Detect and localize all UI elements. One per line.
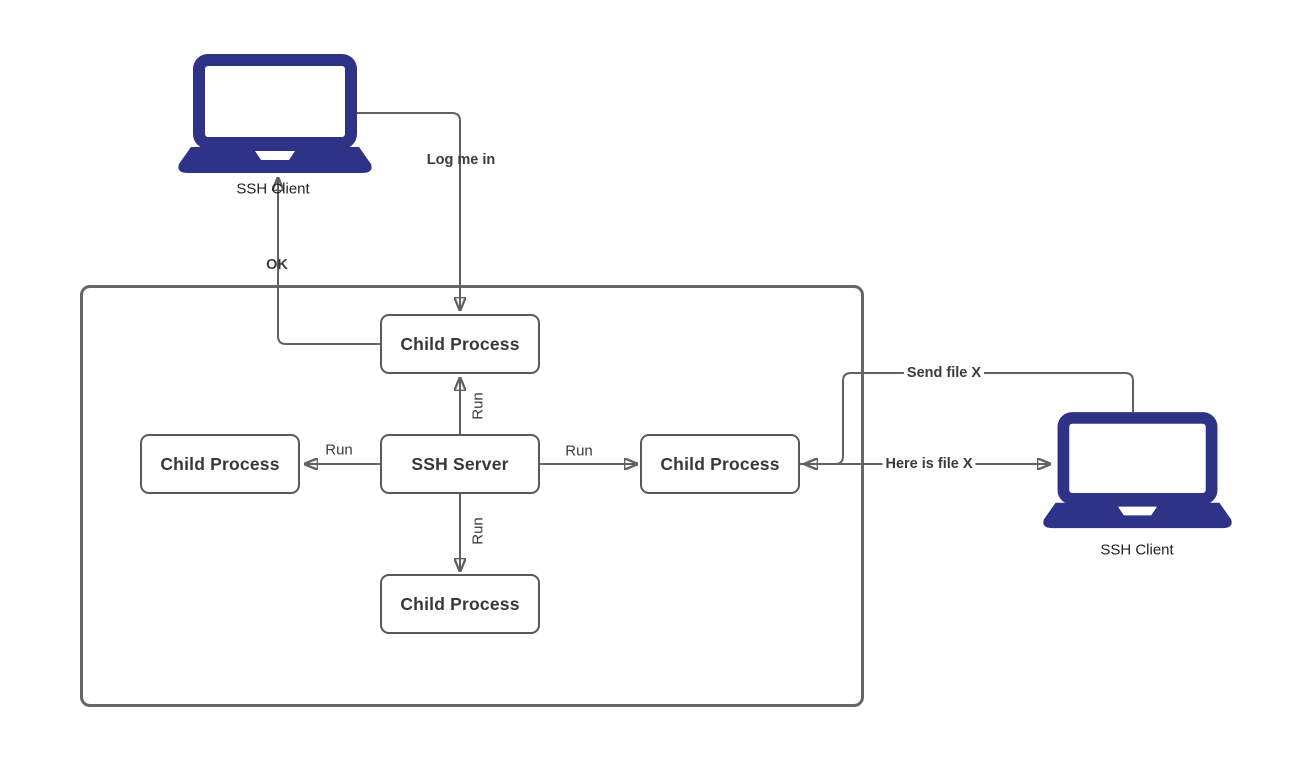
laptop-icon-left (178, 54, 372, 173)
edge-log-me-in-line (357, 112, 460, 310)
server-host-boundary-box (80, 285, 864, 707)
node-label: Child Process (660, 453, 780, 474)
node-label: Child Process (160, 453, 280, 474)
laptop-icon-right (1043, 412, 1232, 529)
edge-run-left-label: Run (325, 441, 353, 459)
node-child-process-left: Child Process (140, 434, 300, 494)
edge-ok-label: OK (266, 257, 288, 273)
ssh-client-right-label: SSH Client (1100, 541, 1174, 559)
edge-run-up-label: Run (469, 392, 487, 420)
node-child-process-top: Child Process (380, 314, 540, 374)
edge-send-file-label: Send file X (903, 365, 985, 381)
edge-ok-line (278, 178, 380, 345)
node-label: Child Process (400, 593, 520, 614)
node-label: Child Process (400, 333, 520, 354)
node-child-process-right: Child Process (640, 434, 800, 494)
ssh-client-left-label: SSH Client (236, 180, 310, 198)
edge-send-file-line (805, 372, 1134, 464)
node-label: SSH Server (411, 453, 509, 474)
node-ssh-server: SSH Server (380, 434, 540, 494)
edge-log-me-in-label: Log me in (426, 152, 496, 168)
node-child-process-bottom: Child Process (380, 574, 540, 634)
edge-here-is-file-label: Here is file X (882, 456, 976, 472)
edge-run-down-label: Run (469, 517, 487, 545)
edge-run-right-label: Run (565, 442, 593, 460)
